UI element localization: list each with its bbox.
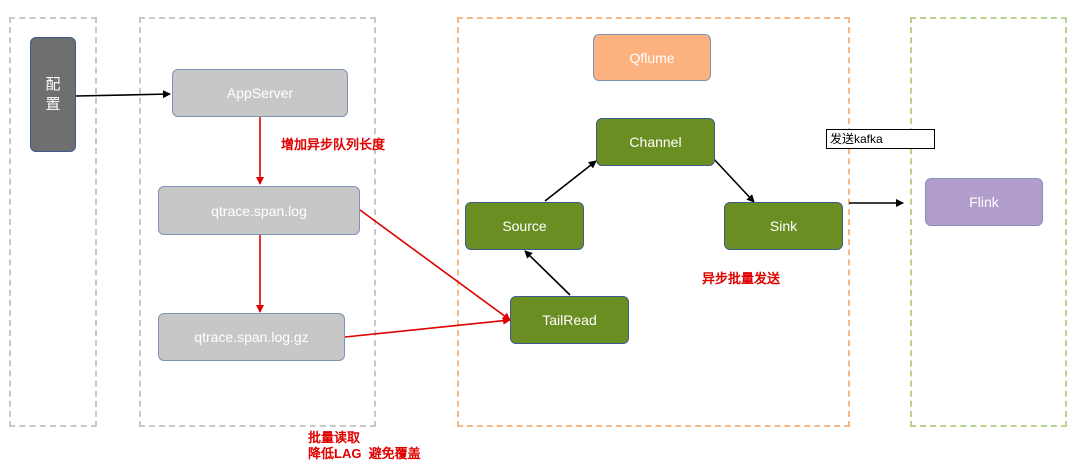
- send-kafka-box: 发送kafka: [826, 129, 935, 149]
- source-node[interactable]: Source: [465, 202, 584, 250]
- appserver-zone: [139, 17, 376, 427]
- config-label: 配置: [45, 75, 61, 113]
- span-log-label: qtrace.span.log: [211, 202, 307, 219]
- batch-read-note: 批量读取 降低LAG 避免覆盖: [308, 430, 421, 462]
- channel-label: Channel: [629, 134, 682, 150]
- flink-zone: [910, 17, 1067, 427]
- arrow-spanloggz-to-tailread: [344, 316, 511, 338]
- channel-node[interactable]: Channel: [596, 118, 715, 166]
- config-node[interactable]: 配置: [30, 37, 76, 152]
- sink-label: Sink: [769, 218, 798, 234]
- span-log-gz-node[interactable]: qtrace.span.log.gz: [158, 313, 345, 361]
- arrow-source-to-channel: [544, 160, 597, 202]
- source-label: Source: [502, 218, 547, 234]
- sink-node[interactable]: Sink: [724, 202, 843, 250]
- arrow-spanlog-to-tailread: [359, 209, 511, 321]
- arrow-channel-to-sink: [711, 156, 755, 203]
- queue-length-text: 增加异步队列长度: [281, 137, 386, 152]
- send-kafka-text: 发送kafka: [830, 132, 883, 146]
- config-zone: [9, 17, 97, 427]
- flink-node[interactable]: Flink: [925, 178, 1043, 226]
- async-send-note: 异步批量发送: [702, 271, 780, 287]
- tailread-label: TailRead: [542, 312, 597, 328]
- flink-label: Flink: [969, 194, 999, 210]
- queue-length-note: 增加异步队列长度: [281, 137, 391, 153]
- qflume-node[interactable]: Qflume: [593, 34, 711, 81]
- async-send-text: 异步批量发送: [702, 271, 781, 286]
- arrow-config-to-appserver: [75, 90, 171, 99]
- qflume-zone: [457, 17, 850, 427]
- appserver-node[interactable]: AppServer: [172, 69, 348, 117]
- qflume-label: Qflume: [629, 49, 675, 66]
- tailread-node[interactable]: TailRead: [510, 296, 629, 344]
- batch-read-line-1: 批量读取: [308, 430, 361, 445]
- span-log-gz-label: qtrace.span.log.gz: [194, 329, 309, 345]
- batch-read-line-2: 降低LAG 避免覆盖: [308, 446, 421, 461]
- span-log-node[interactable]: qtrace.span.log: [158, 186, 360, 235]
- arrow-tailread-to-source: [524, 250, 571, 296]
- appserver-label: AppServer: [226, 85, 294, 101]
